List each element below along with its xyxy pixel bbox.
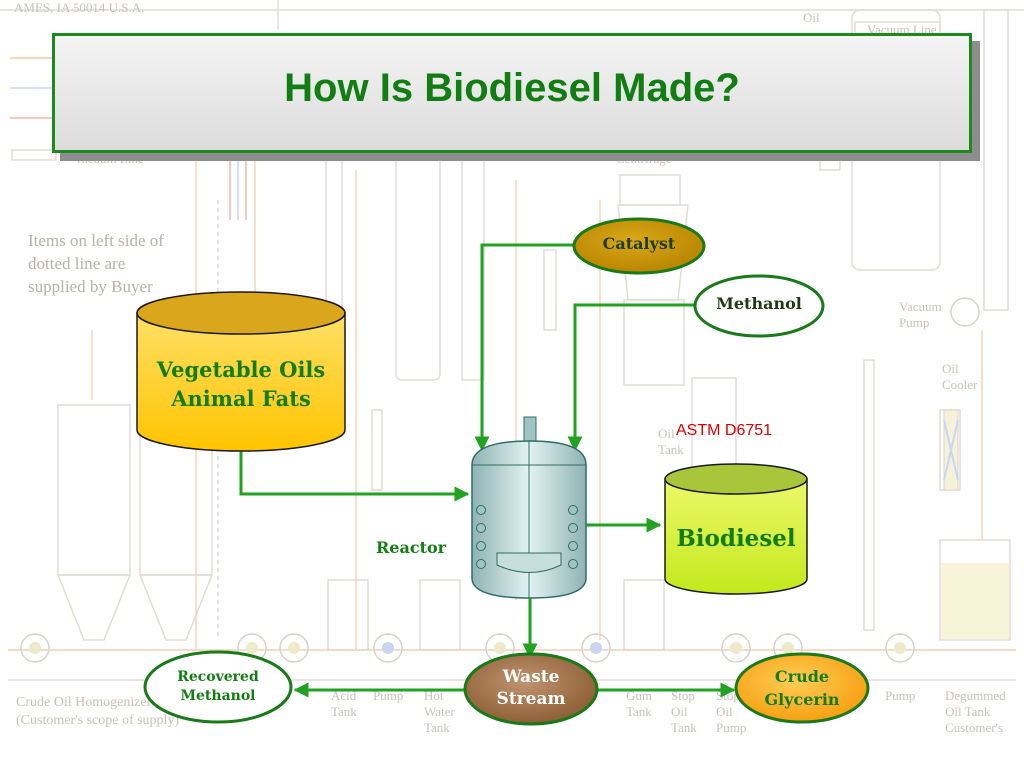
biodiesel-tank: [664, 463, 808, 595]
crude-glycerin-node: [734, 652, 870, 724]
bg-gum-tank: Gum Tank: [626, 688, 652, 720]
bg-line: Hot: [424, 688, 444, 703]
bg-vacuum-pump: Vacuum Pump: [899, 299, 942, 331]
bg-hot-water-tank: Hot Water Tank: [424, 688, 455, 736]
recovered-methanol-label-line: Recovered: [177, 669, 259, 685]
methanol-node: [693, 274, 825, 338]
page-title: How Is Biodiesel Made?: [284, 66, 740, 110]
bg-pump-right: Pump: [885, 688, 916, 703]
bg-line: Oil: [942, 361, 959, 376]
bg-line: Gum: [626, 688, 652, 703]
bg-line: Tank: [331, 704, 357, 719]
bg-line: Cooler: [942, 377, 978, 392]
astm-standard-label: ASTM D6751: [676, 422, 773, 439]
waste-stream-label-line: Stream: [496, 689, 566, 709]
bg-note: Items on left side of dotted line are su…: [28, 229, 164, 298]
catalyst-label: Catalyst: [602, 234, 676, 253]
bg-line: Pump: [899, 315, 930, 330]
feedstock-label-line: Animal Fats: [171, 386, 311, 411]
bg-line: Oil: [658, 426, 675, 441]
bg-line: Degummed: [945, 688, 1006, 703]
waste-stream-node: [463, 652, 599, 726]
waste-stream-label-line: Waste: [502, 667, 560, 687]
crude-glycerin-label-line: Crude: [774, 667, 830, 686]
bg-line: Tank: [626, 704, 652, 719]
bg-vacuum-line-left: Vacuum Line: [74, 151, 144, 166]
reactor-label: Reactor: [376, 538, 447, 557]
feedstock-label: Vegetable Oils Animal Fats: [137, 355, 345, 413]
bg-line: Water: [424, 704, 455, 719]
crude-glycerin-label: Crude Glycerin: [736, 665, 868, 711]
bg-address: AMES, IA 50014 U.S.A.: [14, 0, 145, 15]
title-banner: How Is Biodiesel Made?: [52, 33, 972, 153]
catalyst-to-reactor-arrow: [474, 243, 574, 452]
bg-line: Crude Oil Homogenizer: [16, 695, 152, 710]
bg-line: Customer's: [945, 720, 1003, 735]
bg-line: Acid: [331, 688, 357, 703]
bg-oil-top: Oil: [803, 10, 820, 25]
bg-oil-cooler: Oil Cooler: [942, 361, 977, 393]
bg-line: Pump: [716, 720, 747, 735]
bg-crude-oil: Crude Oil Homogenizer (Customer's scope …: [16, 694, 179, 730]
waste-stream-label: Waste Stream: [465, 666, 597, 710]
bg-centrifuge: Centrifuge: [616, 151, 672, 166]
bg-line: Tank: [658, 442, 684, 457]
bg-note-line: dotted line are: [28, 254, 126, 273]
catalyst-node: [572, 217, 706, 275]
feedstock-tank: [136, 291, 346, 452]
bg-line: Tank: [424, 720, 450, 735]
bg-line: Oil: [716, 704, 733, 719]
bg-stop-oil-tank: Stop Oil Tank: [671, 688, 697, 736]
bg-degummed: Degummed Oil Tank Customer's: [945, 688, 1006, 736]
bg-line: Stop: [671, 688, 695, 703]
bg-line: Tank: [671, 720, 697, 735]
crude-glycerin-label-line: Glycerin: [764, 690, 840, 709]
bg-line: Oil Tank: [945, 704, 991, 719]
bg-line: Vacuum: [899, 299, 942, 314]
bg-line: Oil: [671, 704, 688, 719]
biodiesel-label: Biodiesel: [676, 525, 796, 552]
recovered-methanol-label-line: Methanol: [180, 688, 256, 704]
bg-line: (Customer's scope of supply): [16, 713, 180, 728]
reactor-vessel: [471, 416, 587, 599]
feedstock-to-reactor-arrow: [239, 450, 470, 502]
methanol-to-reactor-arrow: [567, 303, 696, 452]
recovered-methanol-label: Recovered Methanol: [145, 668, 291, 706]
methanol-label: Methanol: [716, 294, 802, 313]
bg-oil-tank: Oil Tank: [658, 426, 684, 458]
bg-note-line: Items on left side of: [28, 231, 164, 250]
bg-acid-tank: Acid Tank: [331, 688, 357, 720]
bg-pump: Pump: [373, 688, 404, 703]
feedstock-label-line: Vegetable Oils: [156, 357, 326, 382]
recovered-methanol-node: [143, 650, 293, 724]
bg-note-line: supplied by Buyer: [28, 277, 153, 296]
